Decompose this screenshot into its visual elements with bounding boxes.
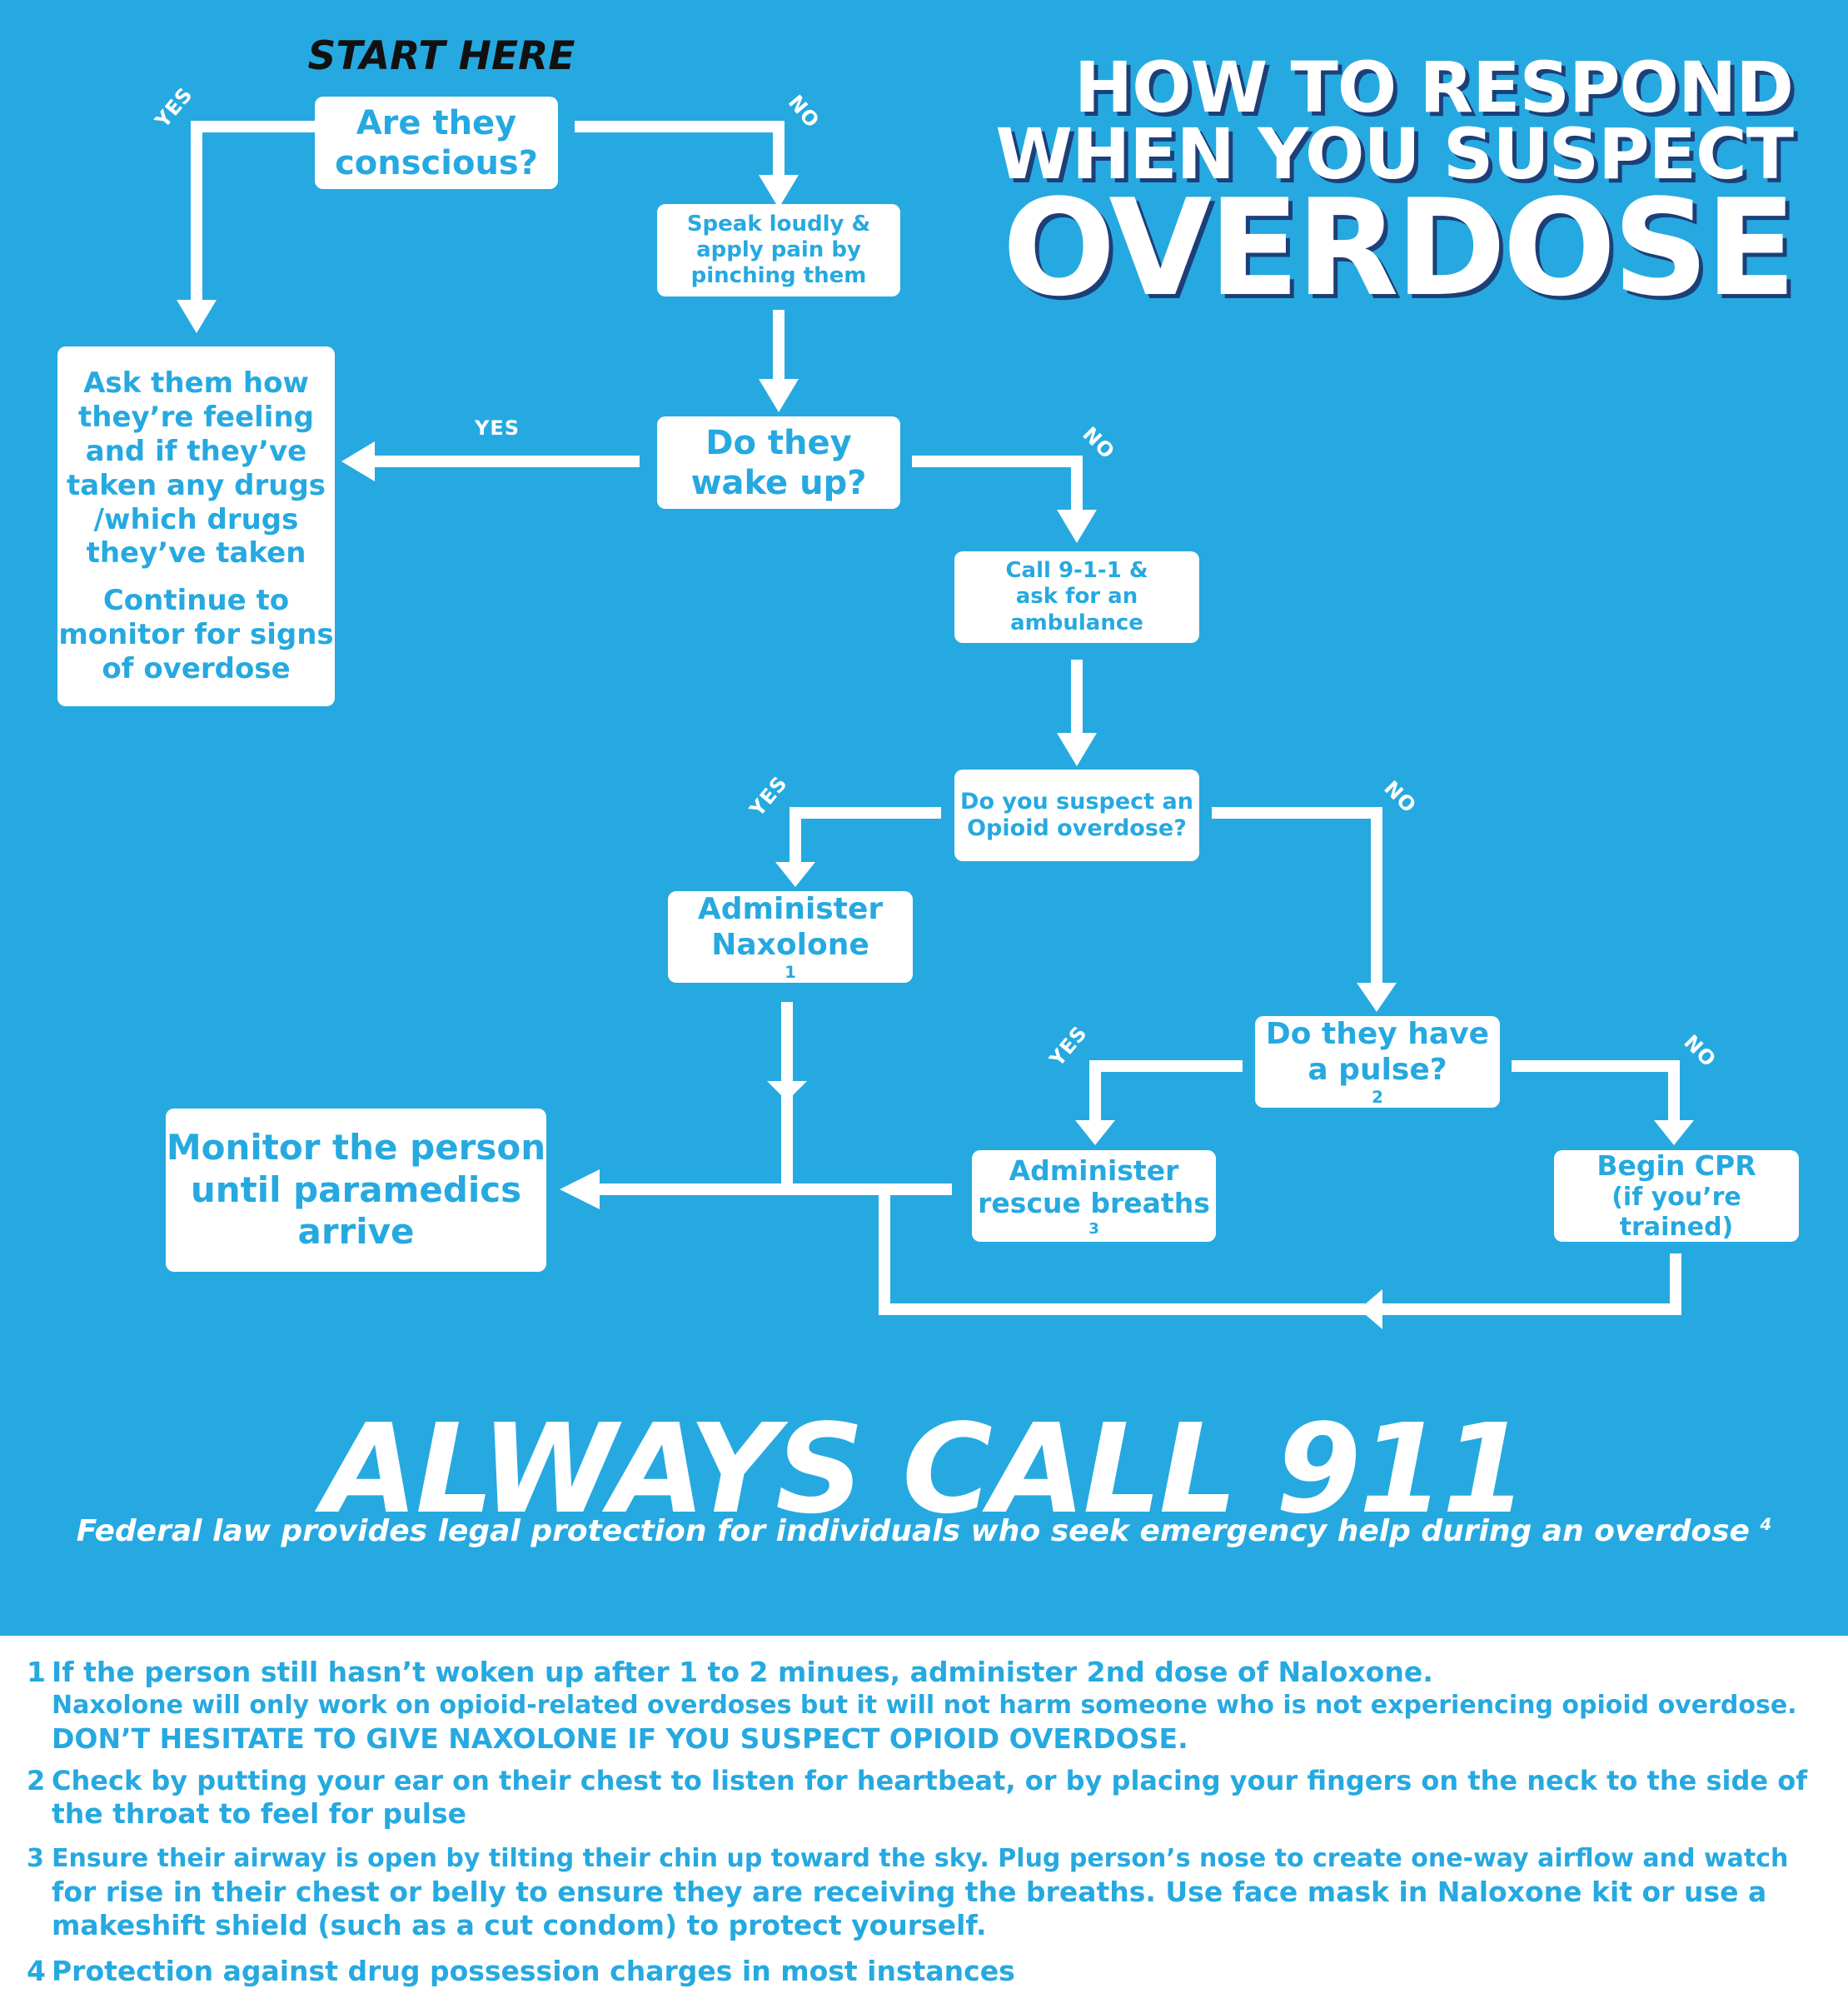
arrowhead-call-to-opioid [1057,733,1097,766]
arrow-wake-no [912,456,1083,510]
arrow-conscious-yes [191,121,315,300]
arrowhead-naxolone-down [767,1081,807,1101]
arrow-opioid-yes [790,807,941,862]
footnote-ref-1: 1 [785,963,796,983]
title-overdose: OVERDOSE [1002,170,1796,326]
arrowhead-conscious-yes [177,300,217,333]
arrowhead-wake-yes [341,441,375,481]
title-line-2: WHEN YOU SUSPECT [995,113,1794,195]
label-yes-wake: YES [475,416,521,440]
federal-law-note: Federal law provides legal protection fo… [76,1514,1772,1548]
arrowhead-cpr-loop [1359,1289,1382,1329]
footnote-ref-4: 4 [1760,1515,1772,1534]
arrowhead-conscious-no [759,175,799,208]
arrow-pulse-yes [1089,1060,1243,1120]
arrowhead-opioid-yes [775,862,815,887]
always-call-911: ALWAYS CALL 911 [322,1398,1527,1541]
arrowhead-to-monitor [560,1169,600,1209]
arrowhead-wake-no [1057,510,1097,543]
title-line-1: HOW TO RESPOND [1073,47,1794,128]
poster-background: START HERE HOW TO RESPOND WHEN YOU SUSPE… [0,0,1848,1636]
arrowhead-pulse-no [1654,1120,1694,1145]
footnote-ref-2: 2 [1372,1088,1383,1108]
arrowhead-opioid-no [1357,983,1397,1012]
arrow-cpr-loop [879,1195,1681,1315]
footnote-ref-3: 3 [1088,1219,1099,1238]
arrowhead-speak-to-wake [759,379,799,412]
start-here-label: START HERE [307,33,575,79]
box-begin-cpr: Begin CPR(if you’re trained) [1554,1149,1799,1242]
arrowhead-pulse-yes [1075,1120,1115,1145]
arrow-pulse-no [1512,1060,1680,1120]
arrow-opioid-no [1212,807,1382,983]
arrow-conscious-no [575,121,785,175]
flow-arrows [177,121,1694,1329]
